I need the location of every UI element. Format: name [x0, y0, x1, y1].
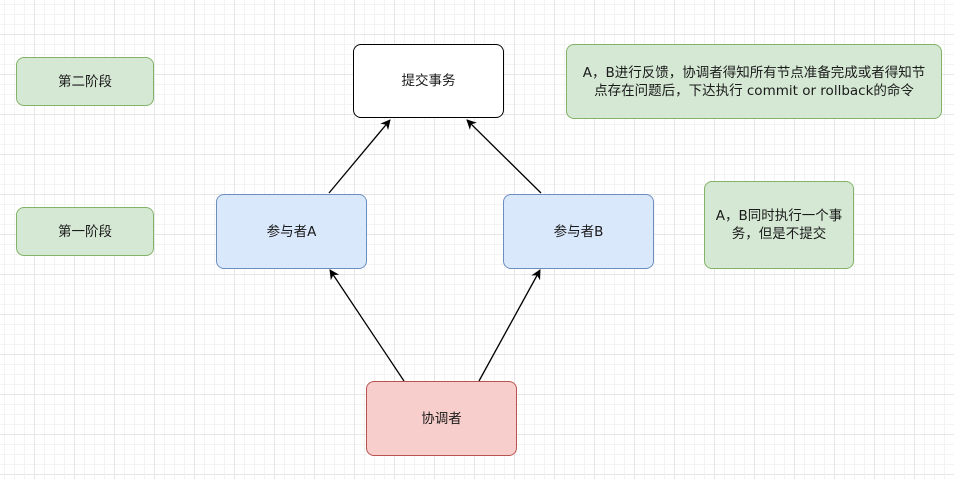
coordinator-text: 协调者	[421, 410, 462, 427]
participant-b-text: 参与者B	[553, 223, 604, 240]
participant-a-node: 参与者A	[216, 194, 367, 269]
edge-participant-b-to-commit	[466, 119, 542, 194]
edge-coordinator-to-participant-a	[329, 269, 405, 382]
edge-coordinator-to-participant-b	[478, 269, 541, 382]
participant-a-text: 参与者A	[266, 223, 317, 240]
phase1-note-text: A，B同时执行一个事务，但是不提交	[715, 208, 843, 242]
phase2-label: 第二阶段	[16, 57, 154, 106]
commit-transaction-node: 提交事务	[353, 44, 504, 118]
phase2-note: A，B进行反馈，协调者得知所有节点准备完成或者得知节点存在问题后，下达执行 co…	[566, 44, 942, 119]
coordinator-node: 协调者	[366, 381, 517, 456]
phase2-label-text: 第二阶段	[58, 73, 112, 90]
commit-transaction-text: 提交事务	[401, 73, 456, 89]
phase2-note-text: A，B进行反馈，协调者得知所有节点准备完成或者得知节点存在问题后，下达执行 co…	[582, 64, 926, 99]
participant-b-node: 参与者B	[503, 194, 654, 269]
edge-participant-a-to-commit	[328, 119, 391, 194]
phase1-label-text: 第一阶段	[58, 223, 112, 240]
phase1-label: 第一阶段	[16, 207, 154, 256]
phase1-note: A，B同时执行一个事务，但是不提交	[704, 181, 854, 269]
